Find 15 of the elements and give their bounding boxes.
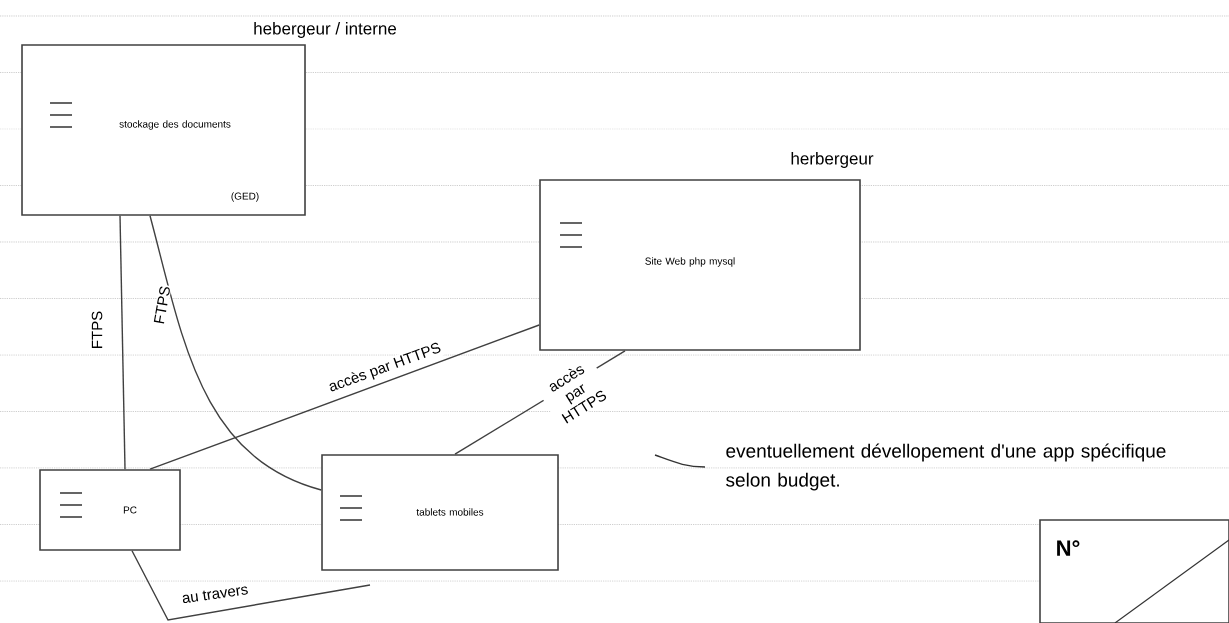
edge-label: FTPS [90, 309, 104, 351]
number-box: N° [1039, 519, 1229, 623]
connector-line [149, 215, 322, 491]
note-text: eventuellement dévellopement d'une app spécifique selon budget. [726, 443, 1166, 491]
process-box: stockage des documents (GED) [21, 44, 306, 216]
process-box: Site Web php mysql [539, 179, 861, 351]
connector-line [149, 324, 540, 470]
connector-line [131, 550, 371, 621]
edge-label: au travers [180, 583, 250, 605]
edge-label: FTPS [152, 284, 172, 326]
heading-label: hebergeur / interne [254, 22, 397, 38]
connector-line [119, 215, 126, 470]
heading-label: herbergeur [791, 152, 874, 168]
process-box: tablets mobiles [321, 454, 559, 571]
process-box: PC [39, 469, 181, 551]
